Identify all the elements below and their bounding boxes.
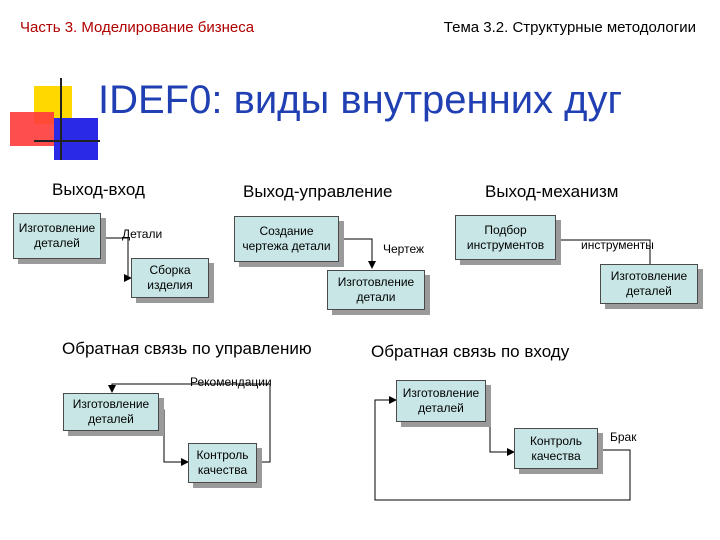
- box-part-manufacturing-4: Изготовление деталей: [63, 393, 159, 431]
- decorative-logo: [10, 78, 100, 163]
- box-tool-selection: Подбор инструментов: [455, 215, 556, 260]
- box-drawing-creation: Создание чертежа детали: [234, 216, 339, 262]
- header-topic-label: Тема 3.2. Структурные методологии: [443, 19, 696, 36]
- slide-title: IDEF0: виды внутренних дуг: [98, 78, 623, 122]
- box-part-manufacturing-3: Изготовление деталей: [600, 264, 698, 304]
- arrow-to-quality: [159, 409, 189, 466]
- arrow-drawing: [339, 238, 376, 269]
- section-title-feedback-input: Обратная связь по входу: [371, 342, 570, 361]
- section-title-output-control: Выход-управление: [243, 182, 393, 201]
- arrow-recommendations: [108, 383, 271, 463]
- section-title-output-mechanism: Выход-механизм: [485, 182, 619, 201]
- label-reject: Брак: [610, 430, 637, 444]
- header-part-label: Часть 3. Моделирование бизнеса: [20, 19, 255, 36]
- arrow-reject: [374, 396, 631, 501]
- section-title-output-input: Выход-вход: [52, 180, 145, 199]
- box-part-manufacturing: Изготовление деталей: [13, 213, 101, 259]
- section-title-feedback-control: Обратная связь по управлению: [62, 339, 312, 358]
- box-quality-control: Контроль качества: [188, 443, 257, 483]
- box-assembly: Сборка изделия: [131, 258, 209, 298]
- label-tools: инструменты: [581, 238, 654, 252]
- arrow-details: [101, 237, 132, 282]
- box-quality-control-2: Контроль качества: [514, 428, 598, 469]
- label-recommendations: Рекомендации: [190, 375, 272, 389]
- box-part-manufacturing-2: Изготовление детали: [327, 270, 425, 310]
- box-part-manufacturing-5: Изготовление деталей: [396, 380, 486, 422]
- label-details: Детали: [122, 227, 163, 241]
- label-drawing: Чертеж: [383, 242, 425, 256]
- arrow-to-quality-2: [486, 399, 515, 456]
